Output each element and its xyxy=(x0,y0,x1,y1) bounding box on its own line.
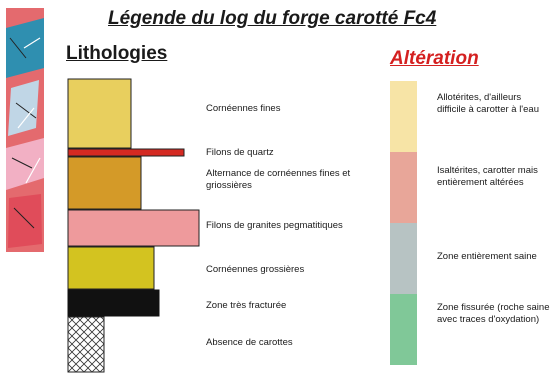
litho-bar-filons-granites xyxy=(67,209,200,247)
litho-bar-alternance xyxy=(67,156,142,210)
alt-block-isalterites xyxy=(390,152,417,223)
log-thumbnail-image xyxy=(6,8,44,252)
alt-label-zone-saine: Zone entièrement saine xyxy=(437,251,537,262)
alt-block-alloterites xyxy=(390,81,417,152)
litho-label-zone-fracturee: Zone très fracturée xyxy=(206,300,287,311)
litho-label-corneennes-grossieres: Cornéennes grossières xyxy=(206,264,305,275)
alt-block-zone-fissuree xyxy=(390,294,417,365)
litho-bar-corneennes-grossieres xyxy=(67,246,155,290)
alt-block-zone-saine xyxy=(390,223,417,294)
alt-label-zone-fissuree: Zone fissurée (roche saine avec traces d… xyxy=(437,302,550,325)
litho-label-alternance: Alternance de cornéennes fines et grioss… xyxy=(206,168,351,191)
litho-bar-corneennes-fines xyxy=(67,78,132,149)
litho-bar-zone-fracturee xyxy=(67,289,160,317)
alteration-heading: Altération xyxy=(390,48,479,69)
litho-label-filons-granites: Filons de granites pegmatitiques xyxy=(206,220,343,231)
alt-label-isalterites: Isaltérites, carotter mais entièrement a… xyxy=(437,165,538,188)
lithologies-heading: Lithologies xyxy=(66,43,168,64)
litho-bar-absence-carottes xyxy=(67,316,105,373)
litho-bar-filons-quartz xyxy=(67,148,185,157)
litho-label-absence-carottes: Absence de carottes xyxy=(206,337,293,348)
litho-label-corneennes-fines: Cornéennes fines xyxy=(206,103,281,114)
alt-label-alloterites: Allotérites, d'ailleurs difficile à caro… xyxy=(437,92,539,115)
diagram-title: Légende du log du forge carotté Fc4 xyxy=(108,8,437,29)
litho-label-filons-quartz: Filons de quartz xyxy=(206,147,274,158)
